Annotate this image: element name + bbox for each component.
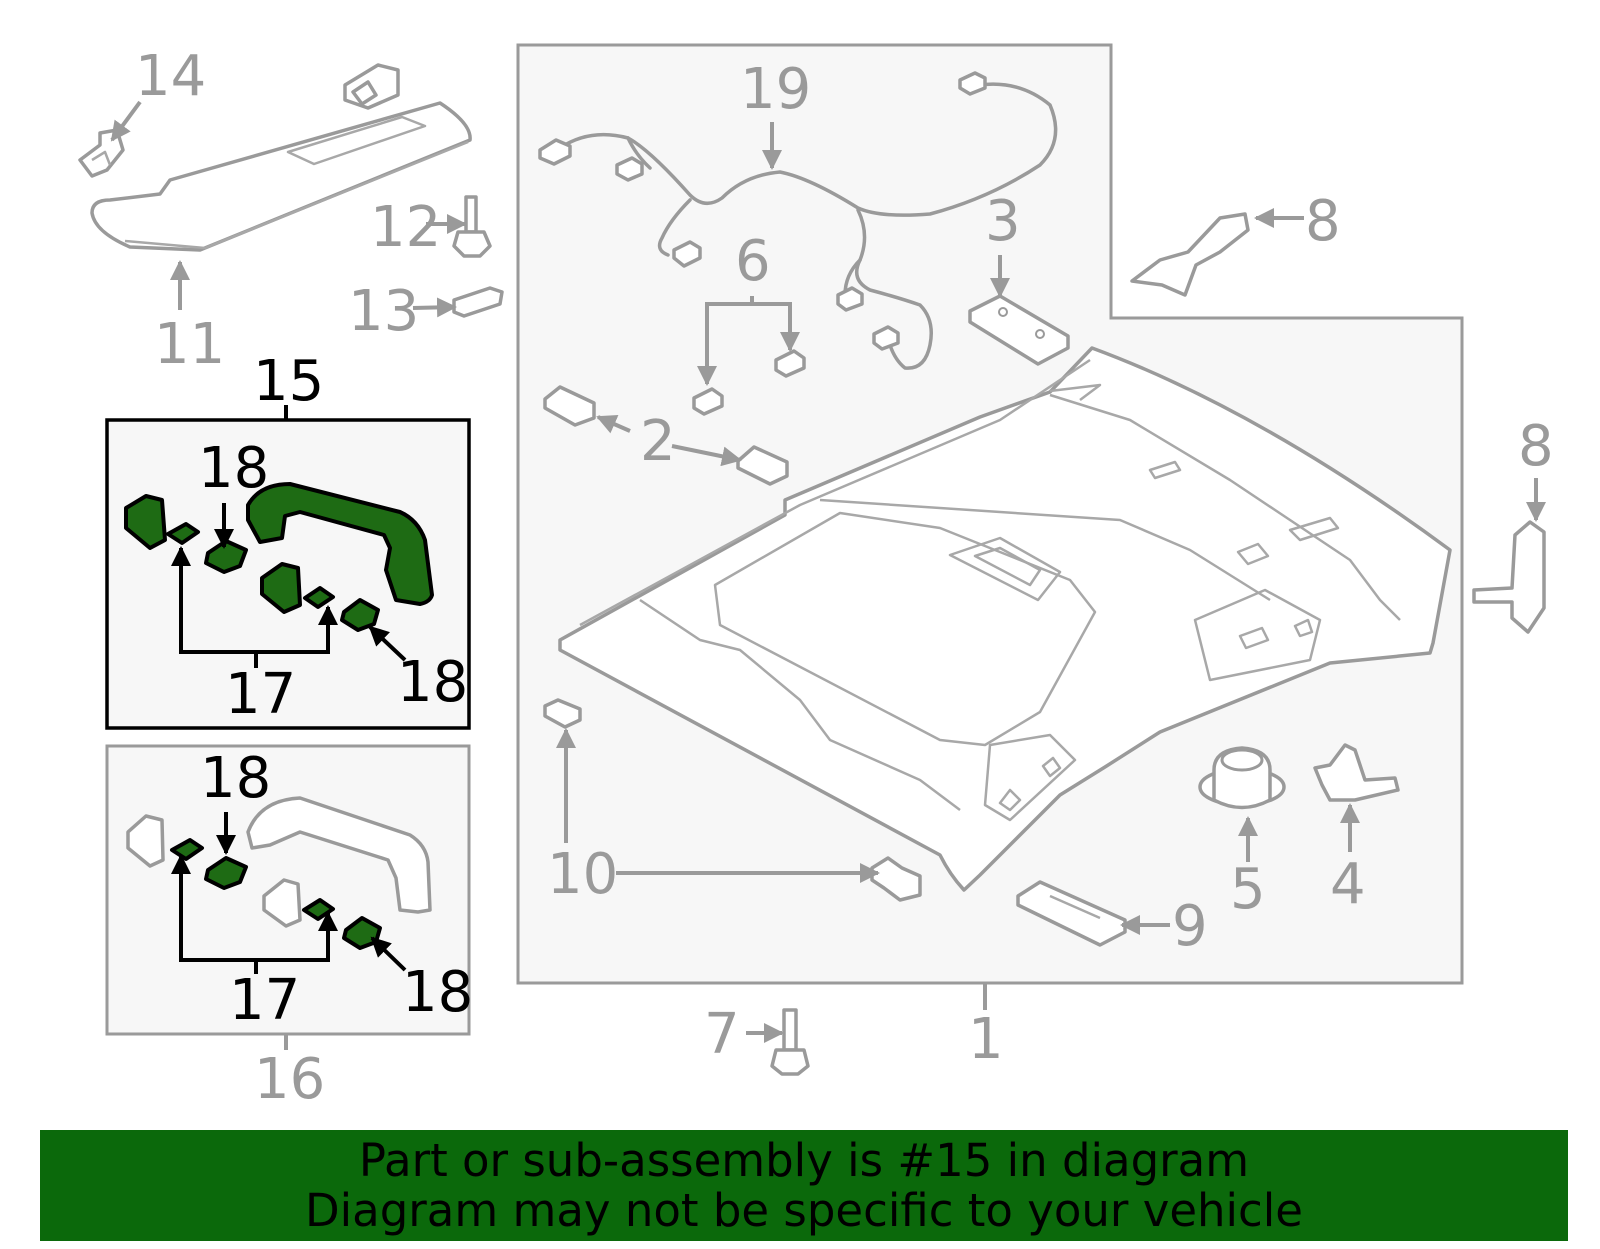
callout-18-box16-top: 18 — [200, 746, 271, 811]
callout-14: 14 — [135, 44, 206, 109]
clip-2-part[interactable] — [543, 385, 789, 486]
callout-18-box15-right: 18 — [397, 650, 468, 715]
callout-2: 2 — [640, 409, 676, 474]
clip-6-part[interactable] — [692, 349, 806, 416]
sun-visor-part[interactable] — [90, 63, 472, 252]
clip-13-part[interactable] — [452, 286, 504, 318]
callout-15: 15 — [253, 349, 324, 414]
callout-16: 16 — [254, 1047, 325, 1112]
callout-18-box16-right: 18 — [402, 960, 473, 1025]
wire-harness-part[interactable] — [538, 71, 1058, 370]
notice-banner: Part or sub-assembly is #15 in diagram D… — [40, 1130, 1568, 1241]
bolt-12-part[interactable] — [452, 195, 492, 258]
clip-4-part[interactable] — [1313, 743, 1400, 802]
callout-6: 6 — [735, 229, 771, 294]
callout-17-box16: 17 — [229, 968, 300, 1033]
callout-4: 4 — [1330, 852, 1366, 917]
notice-banner-bg — [40, 1130, 1568, 1241]
bolt-7-part[interactable] — [770, 1008, 810, 1076]
callout-9: 9 — [1172, 894, 1208, 959]
callout-13: 13 — [348, 279, 419, 344]
grommet-5-part[interactable] — [1198, 746, 1286, 810]
callout-5: 5 — [1230, 857, 1266, 922]
callout-1: 1 — [968, 1007, 1004, 1072]
callout-7: 7 — [704, 1002, 740, 1067]
callout-3: 3 — [985, 189, 1021, 254]
bracket-8-upper-part[interactable] — [1130, 212, 1250, 297]
headliner-part[interactable] — [558, 346, 1452, 892]
callout-19: 19 — [740, 57, 811, 122]
clip-10-part[interactable] — [543, 698, 582, 729]
callout-8-upper: 8 — [1305, 189, 1341, 254]
callout-12: 12 — [370, 195, 441, 260]
bracket-8-right-part[interactable] — [1472, 520, 1546, 634]
callout-8-right: 8 — [1518, 414, 1554, 479]
callout-10: 10 — [547, 842, 618, 907]
notice-line-2: Diagram may not be specific to your vehi… — [305, 1183, 1303, 1237]
callout-17-box15: 17 — [225, 662, 296, 727]
callout-11: 11 — [154, 312, 225, 377]
notice-line-1: Part or sub-assembly is #15 in diagram — [358, 1133, 1250, 1187]
callout-18-box15-top: 18 — [198, 436, 269, 501]
